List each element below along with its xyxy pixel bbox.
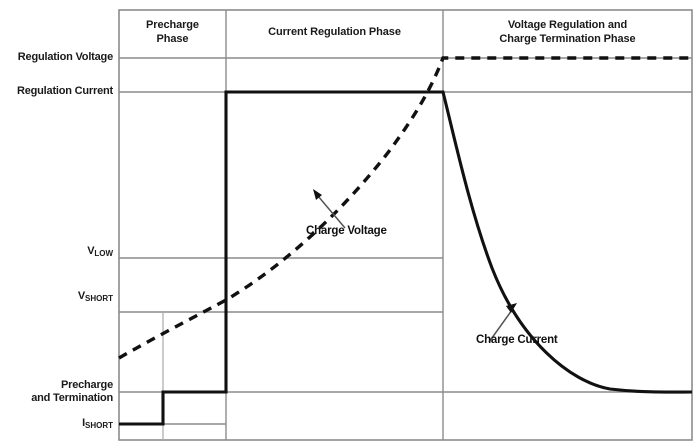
axis-label-v-short-sub: SHORT <box>85 294 113 303</box>
charge-current-leader-line <box>488 309 513 343</box>
axis-label-regulation-voltage: Regulation Voltage <box>17 51 113 63</box>
phase-header-precharge-line2: Phase <box>156 33 189 45</box>
axis-label-regulation-current: Regulation Current <box>16 85 113 97</box>
axis-label-precharge-termination-line1: Precharge <box>60 379 113 391</box>
axis-label-precharge-termination-line2: and Termination <box>31 392 113 404</box>
axis-label-v-short: VSHORT <box>0 290 113 303</box>
plot-frame <box>118 9 693 441</box>
phase-header-voltage-regulation-line1: Voltage Regulation and <box>507 19 628 31</box>
axis-label-i-short: ISHORT <box>0 417 113 430</box>
phase-header-current-regulation-line1: Current Regulation Phase <box>268 26 401 38</box>
charge-voltage-leader-line <box>317 195 346 229</box>
phase-header-precharge: Precharge Phase <box>119 18 226 46</box>
axis-label-v-low: VLOW <box>0 245 113 258</box>
charge-current-curve <box>119 90 693 426</box>
phase-header-voltage-regulation-line2: Charge Termination Phase <box>499 33 636 45</box>
axis-label-v-short-main: V <box>77 290 85 302</box>
charge-current-arrowhead <box>506 303 517 313</box>
phase-header-current-regulation: Current Regulation Phase <box>226 25 443 39</box>
annotation-charge-current: Charge Current <box>476 334 558 346</box>
axis-label-v-low-main: V <box>87 245 95 257</box>
axis-label-i-short-main: I <box>82 417 85 429</box>
phase-header-voltage-regulation: Voltage Regulation and Charge Terminatio… <box>443 18 692 46</box>
axis-label-v-low-sub: LOW <box>94 249 113 258</box>
annotation-charge-voltage: Charge Voltage <box>306 225 387 237</box>
charge-voltage-arrowhead <box>313 189 322 200</box>
axis-label-precharge-termination: Precharge and Termination <box>0 379 113 405</box>
phase-header-precharge-line1: Precharge <box>146 19 199 31</box>
charge-voltage-curve <box>118 56 692 360</box>
axis-label-i-short-sub: SHORT <box>85 421 113 430</box>
